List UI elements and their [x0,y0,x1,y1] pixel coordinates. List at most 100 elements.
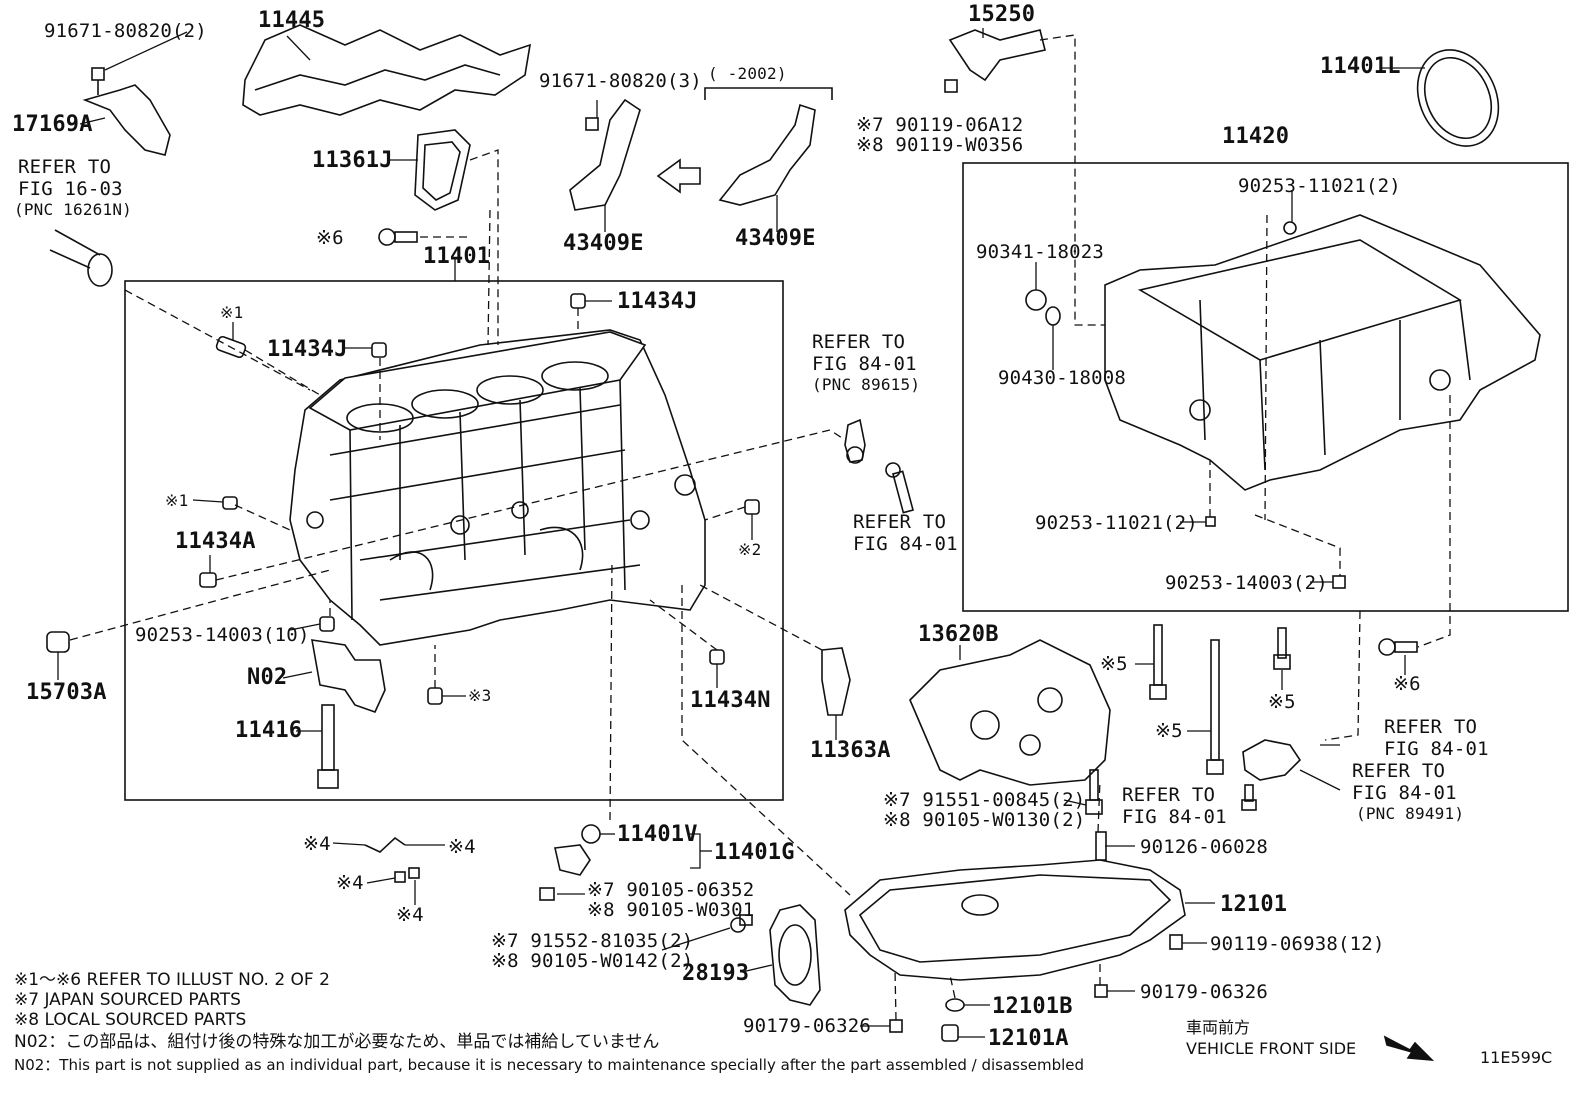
direction-label-jp: 車両前方 [1186,1018,1251,1037]
bolt-90119-06938 [1169,934,1183,950]
label-90253-11021-bottom: 90253-11021(2) [1035,512,1198,534]
label-12101b: 12101B [992,994,1073,1019]
dowel-x2 [744,499,760,515]
label-11363a: 11363A [810,738,891,763]
plug-90253-14003-2 [1332,575,1346,589]
label-11434a: 11434A [175,529,256,554]
note-japan-sourced: ※7 JAPAN SOURCED PARTS [14,990,241,1010]
bolt-x5-a [1149,624,1167,700]
label-x4-b: ※4 [448,836,476,858]
label-90253-14003-2: 90253-14003(2) [1165,572,1328,594]
oil-pan-upper-11420 [1104,214,1541,491]
oil-pump-13620b [909,639,1111,786]
bracket-17169a [82,84,171,156]
note-n02-jp: N02：この部品は、組付け後の特殊な加工が必要なため、単品では補給していません [14,1032,660,1052]
bolt-x6-right [1378,638,1418,656]
seal-11363a [821,647,851,716]
harness-x4 [364,836,406,853]
label-11401: 11401 [423,244,491,269]
bearing-cap-n02 [311,639,386,713]
jet-11401g [554,844,591,876]
refer-16-03-line1: REFER TO [18,156,112,178]
label-11361j: 11361J [312,148,393,173]
label-17169a: 17169A [12,112,93,137]
label-90126-06028: 90126-06028 [1140,836,1269,858]
oil-pan-upper-group-box [962,162,1569,612]
label-15250: 15250 [968,2,1036,27]
label-28193: 28193 [682,961,750,986]
front-direction-arrow-icon [1383,1035,1435,1061]
label-90253-11021-top: 90253-11021(2) [1238,175,1401,197]
refer-8401-c-line2: FIG 84-01 [1384,738,1489,760]
refer-16-03-line2: FIG 16-03 [18,178,123,200]
alignment-lines [69,34,1451,1021]
pin-11434j-top [570,293,586,309]
note-n02-en: N02：This part is not supplied as an indi… [14,1056,1085,1074]
refer-89491-line2: FIG 84-01 [1352,782,1457,804]
range-bracket [704,87,833,100]
bolt-91671-top [91,67,105,81]
cylinder-block [289,329,706,646]
gasket-90430 [1045,306,1061,326]
plug-90253-11021-bottom [1205,516,1216,527]
label-91551-00845: ※7 91551-00845(2) [883,789,1086,811]
plug-90179-b [889,1019,903,1033]
label-11401l: 11401L [1320,54,1401,79]
label-range-2002: ( -2002) [708,64,787,83]
plug-90253-10 [319,616,335,632]
bolt-x5-c [1273,627,1291,670]
label-11434n: 11434N [690,688,771,713]
bolt-x5-b [1206,639,1224,775]
label-x2: ※2 [738,540,762,559]
label-x4-d: ※4 [396,904,424,926]
label-11416: 11416 [235,718,303,743]
refer-8401-b-line1: REFER TO [1122,784,1216,806]
bolt-refer-8401-a [885,462,914,514]
label-90119-06938: 90119-06938(12) [1210,933,1385,955]
bolt-refer-8401-b [1241,784,1257,811]
label-x5-b: ※5 [1155,720,1183,742]
dowel-x1-left [222,496,238,510]
note-ref-illust: ※1〜※6 REFER TO ILLUST NO. 2 OF 2 [14,970,330,990]
bracket-43409e-right [718,103,816,206]
label-x5-a: ※5 [1100,653,1128,675]
bracket-43409e-left [569,98,641,211]
note-local-sourced: ※8 LOCAL SOURCED PARTS [14,1010,247,1030]
label-43409e-right: 43409E [735,226,816,251]
plug-90253-11021-top [1283,221,1297,235]
plug-90341 [1025,289,1047,311]
refer-89491-line3: (PNC 89491) [1356,804,1465,823]
label-13620b: 13620B [918,622,999,647]
bolt-11416 [317,704,339,789]
pin-x3 [427,687,443,705]
label-90253-14003-10: 90253-14003(10) [135,624,310,646]
gasket-28193 [769,904,821,1006]
pin-11434j-left [371,342,387,358]
dowel-x1-top [215,335,247,359]
label-x1-left: ※1 [165,491,189,510]
label-x4-c: ※4 [336,872,364,894]
plug-90179-a [1094,984,1108,998]
label-90341-18023: 90341-18023 [976,241,1105,263]
refer-89491-line1: REFER TO [1352,760,1446,782]
label-90105-06352: ※7 90105-06352 [587,879,755,901]
label-11445: 11445 [258,8,326,33]
label-11401v: 11401V [617,822,698,847]
sensor-89491 [1242,739,1302,781]
refer-89615-line3: (PNC 89615) [812,375,921,394]
direction-label-en: VEHICLE FRONT SIDE [1186,1039,1357,1058]
label-12101: 12101 [1220,892,1288,917]
label-43409e-left: 43409E [563,231,644,256]
cylinder-block-group-box [124,280,784,801]
refer-8401-b-line2: FIG 84-01 [1122,806,1227,828]
refer-16-03-line3: (PNC 16261N) [14,200,132,219]
label-90430-18008: 90430-18008 [998,367,1127,389]
sensor-15250 [948,29,1046,82]
label-90105-w0301: ※8 90105-W0301 [587,899,755,921]
label-x4-a: ※4 [303,833,331,855]
leader-lines [57,28,1425,1038]
refer-8401-a-line1: REFER TO [853,511,947,533]
pin-11434n [709,649,725,665]
